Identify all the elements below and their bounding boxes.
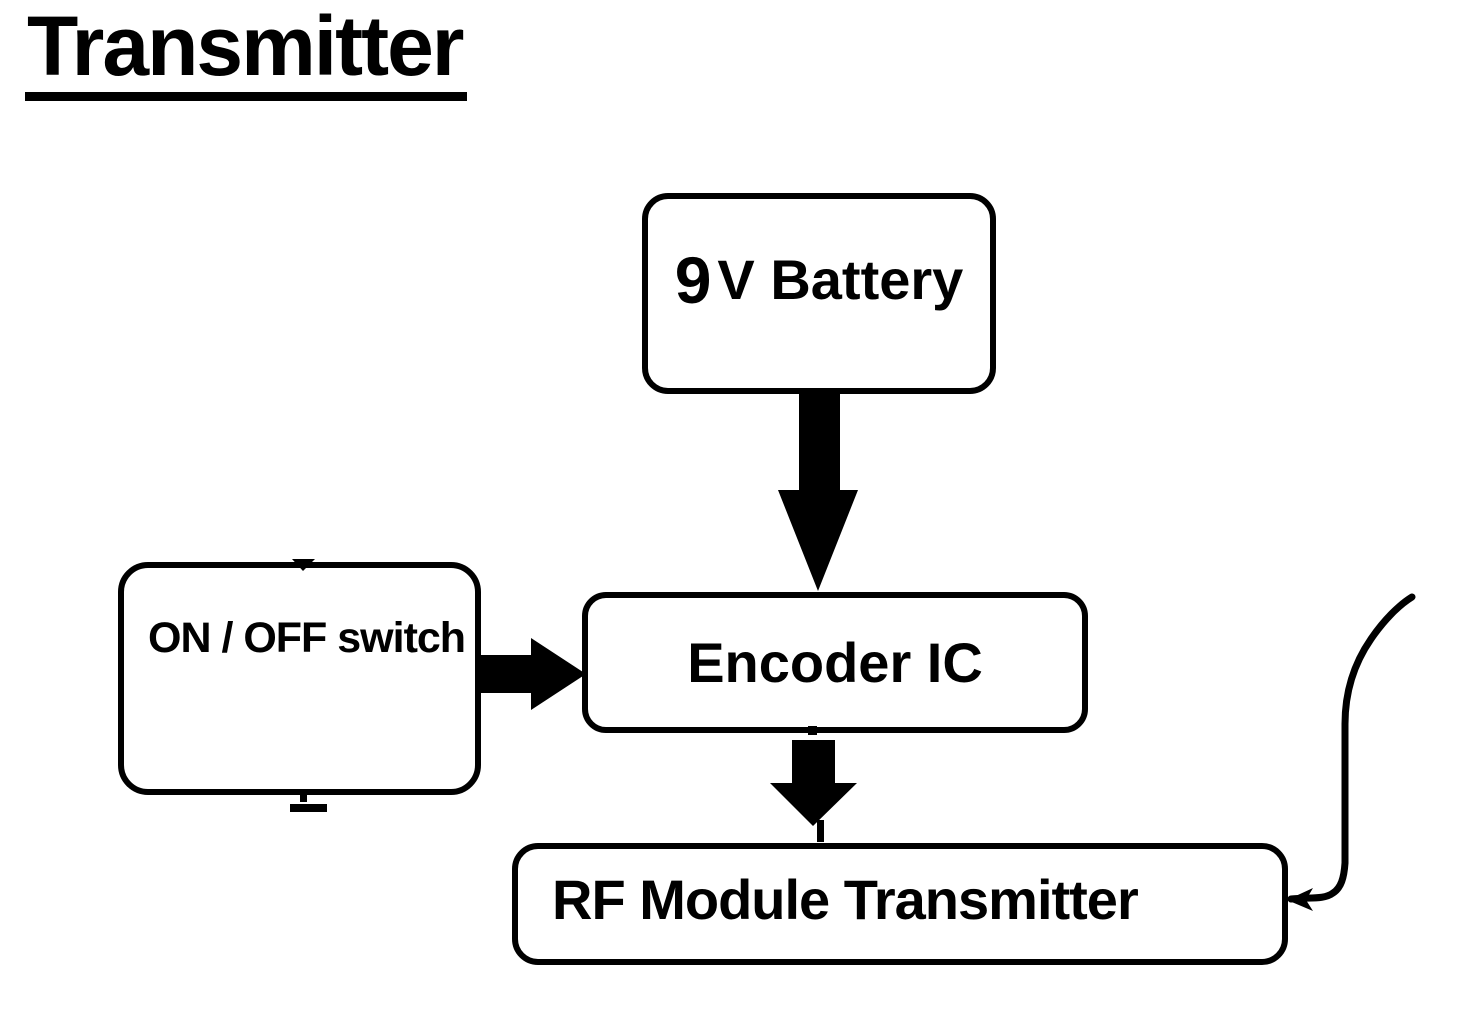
arrow-encoder-to-rf-tail [817, 820, 824, 842]
antenna-wire-arrowhead-icon [1287, 888, 1313, 911]
rf-module-label: RF Module Transmitter [552, 867, 1139, 931]
battery-voltage-value: 9 [674, 242, 712, 317]
diagram-title: Transmitter [25, 1, 467, 102]
arrow-encoder-to-rf-icon [770, 740, 857, 826]
switch-ground-bar-icon [290, 804, 327, 812]
switch-label: ON / OFF switch [148, 614, 466, 662]
node-9v-battery: 9 V Battery [642, 193, 996, 394]
arrow-switch-to-encoder-icon [481, 638, 586, 710]
battery-label: V Battery [717, 248, 964, 311]
antenna-wire-icon [1287, 593, 1416, 903]
node-on-off-switch: ON / OFF switch [118, 562, 481, 795]
arrow-battery-to-encoder-icon [778, 390, 858, 591]
node-rf-module-transmitter: RF Module Transmitter [512, 843, 1288, 965]
node-encoder-ic: Encoder IC [582, 592, 1088, 733]
encoder-label: Encoder IC [687, 631, 983, 694]
